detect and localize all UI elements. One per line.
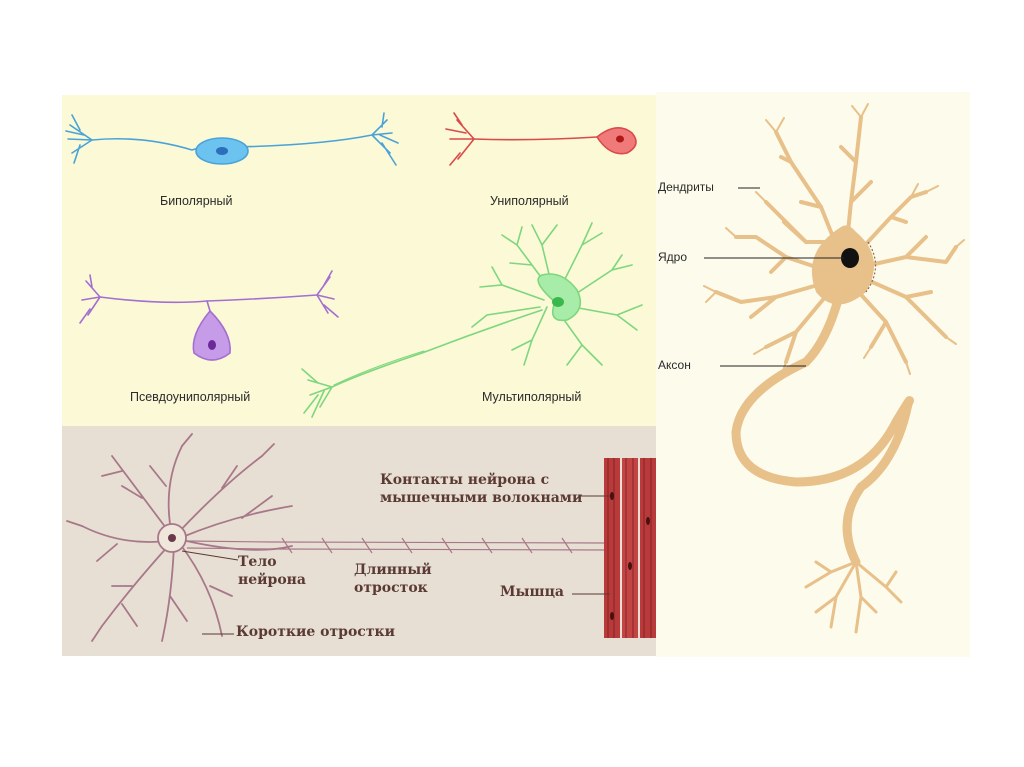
motor-neuron-nucleus <box>168 534 176 542</box>
contacts-label-line1: Контакты нейрона с <box>380 472 550 488</box>
neuron-axon <box>731 295 914 567</box>
neuron-soma <box>811 225 874 305</box>
axon-label: Аксон <box>658 358 691 372</box>
contacts-label-line2: мышечными волокнами <box>380 490 583 506</box>
muscle-fibers <box>604 458 656 638</box>
anatomy-leader-lines <box>704 187 844 367</box>
neuron-body-label-line1: Тело <box>238 554 277 570</box>
neuron-body-label-line2: нейрона <box>238 572 306 588</box>
pseudounipolar-label: Псевдоуниполярный <box>130 390 251 404</box>
neuron-anatomy-panel: Дендриты Ядро Аксон <box>656 92 970 657</box>
short-processes-label: Короткие отростки <box>236 624 395 640</box>
neuron-nucleus <box>841 248 859 268</box>
motor-leader-lines <box>181 495 610 635</box>
motor-neuron-panel: Контакты нейрона с мышечными волокнами Т… <box>62 426 656 656</box>
neuron-dendrite-twigs <box>703 103 965 375</box>
neuron-types-drawing <box>65 112 643 418</box>
bipolar-label: Биполярный <box>160 194 233 208</box>
bipolar-neuron <box>65 112 399 166</box>
dendrites-label: Дендриты <box>658 180 714 194</box>
neuron-types-panel: Биполярный Униполярный Псевдоуниполярный… <box>62 95 656 426</box>
long-process-label-line2: отросток <box>354 580 428 596</box>
motor-neuron-axon <box>186 537 608 554</box>
axon-terminals <box>804 560 903 634</box>
multipolar-label: Мультиполярный <box>482 390 582 404</box>
pseudounipolar-neuron <box>79 270 339 361</box>
nucleus-label: Ядро <box>658 250 688 264</box>
long-process-label-line1: Длинный <box>354 562 432 578</box>
motor-neuron-drawing <box>66 433 656 642</box>
unipolar-label: Униполярный <box>490 194 569 208</box>
soma-dashed-outline <box>865 241 877 293</box>
unipolar-neuron <box>445 112 637 166</box>
multipolar-neuron <box>301 222 643 418</box>
muscle-label: Мышца <box>500 584 564 600</box>
motor-neuron-dendrites <box>66 433 293 642</box>
neuron-anatomy-drawing <box>703 103 965 634</box>
